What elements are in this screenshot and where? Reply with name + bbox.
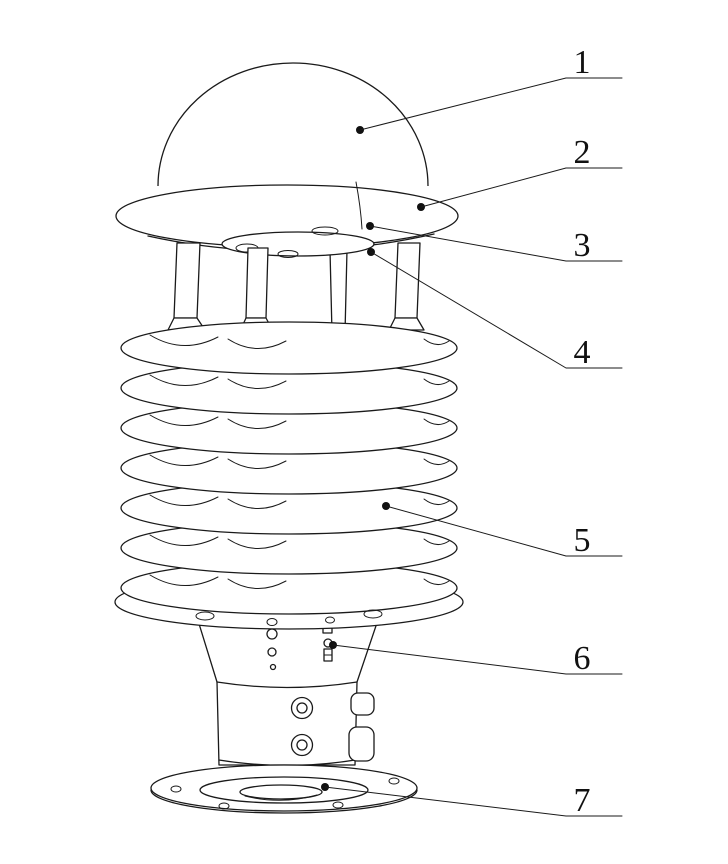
- callout-leader-3: [369, 225, 623, 262]
- dome-outline: [157, 62, 429, 187]
- flange-bolt-hole-1: [170, 785, 182, 793]
- callout-5: 5: [382, 502, 623, 559]
- disc-detail-overlay: [195, 609, 383, 626]
- callout-4: 4: [367, 248, 623, 371]
- callout-leader-7: [324, 786, 623, 817]
- bolt-outer-1: [290, 696, 314, 720]
- dome-cap-seam: [355, 181, 363, 230]
- louver-stack: [114, 321, 464, 630]
- support-post-right-foot: [388, 317, 425, 331]
- flange-bolt-hole-2: [388, 777, 400, 785]
- callout-leader-6: [332, 644, 623, 675]
- dome-cover: [157, 62, 429, 187]
- cone-top-hole-right: [325, 616, 335, 624]
- callout-label-4: 4: [574, 334, 591, 371]
- body-cone-cylinder: [195, 613, 381, 767]
- callout-label-6: 6: [574, 640, 591, 677]
- callout-label-5: 5: [574, 522, 591, 559]
- flange-outer-rim: [150, 764, 418, 812]
- base-flange: [150, 764, 418, 814]
- callout-label-2: 2: [574, 134, 591, 171]
- callout-label-1: 1: [574, 44, 591, 81]
- bolt-inner-1: [296, 702, 308, 714]
- callout-leader-2: [420, 167, 623, 208]
- flange-center-slot: [239, 784, 323, 800]
- flange-thickness-edge: [150, 789, 418, 814]
- louver-plate: [120, 361, 458, 415]
- side-connector-bump-2: [348, 726, 375, 762]
- support-post-left: [173, 242, 201, 319]
- disc-slot-left: [195, 611, 215, 621]
- callouts: 1 2 3 4 5 6 7: [321, 44, 623, 819]
- callout-7: 7: [321, 782, 623, 819]
- callout-2: 2: [417, 134, 623, 211]
- plate-slot-1: [311, 226, 339, 236]
- support-post-mid: [245, 247, 269, 319]
- callout-label-3: 3: [574, 227, 591, 264]
- cone-top-hole-left: [266, 618, 278, 626]
- callout-leader-4: [370, 251, 623, 369]
- flange-bolt-hole-4: [218, 802, 230, 810]
- callout-leader-5: [385, 505, 623, 557]
- callout-leader-1: [359, 77, 623, 131]
- callout-6: 6: [329, 640, 623, 677]
- callout-3: 3: [366, 222, 623, 264]
- bolt-outer-2: [290, 733, 314, 757]
- louver-plate: [120, 321, 458, 375]
- disc-slot-right: [363, 609, 383, 619]
- plate-slot-3: [277, 250, 299, 258]
- louver-plate: [120, 561, 458, 615]
- flange-bolt-hole-3: [332, 801, 344, 809]
- bolt-inner-2: [296, 739, 308, 751]
- flange-slot-shadow: [244, 794, 318, 801]
- support-post-rear: [329, 249, 348, 334]
- side-connector-bump-1: [350, 692, 375, 716]
- callout-label-7: 7: [574, 782, 591, 819]
- support-post-right: [394, 242, 421, 319]
- cone-cylinder-seam: [216, 681, 358, 689]
- flange-inner-ring: [199, 776, 369, 804]
- indicator-circle-3: [269, 663, 277, 671]
- callout-1: 1: [356, 44, 623, 134]
- indicator-circle-2: [267, 647, 277, 657]
